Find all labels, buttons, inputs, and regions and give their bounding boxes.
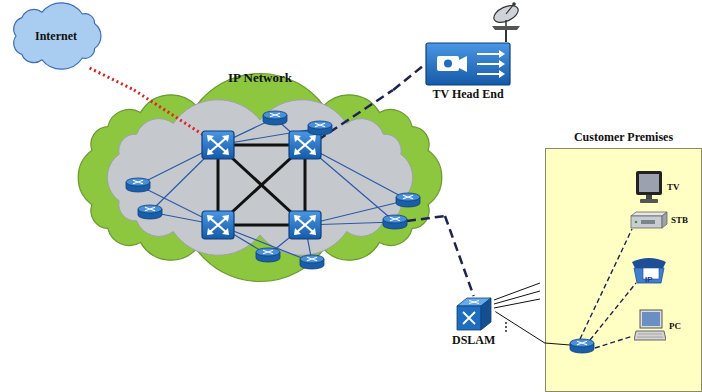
internet-cloud: Internet <box>8 4 104 68</box>
tv-head-end: TV Head End <box>425 42 511 102</box>
headend-link <box>393 64 425 90</box>
node-label: TV <box>667 181 680 193</box>
node-label: Internet <box>35 29 77 44</box>
pc: PC <box>634 309 681 343</box>
node-label: IP Network <box>75 70 445 86</box>
phone-marking-box: IP <box>645 268 653 286</box>
dslam-icon <box>455 296 493 332</box>
home-router <box>570 339 594 353</box>
tv-set: TV <box>634 169 680 205</box>
ip-network-cloud-core <box>107 100 412 256</box>
satellite-dish <box>491 2 520 42</box>
customer-premises: Customer PremisesTVSTBPC <box>545 148 702 392</box>
dsl-line <box>495 312 545 344</box>
internet-link <box>90 68 135 90</box>
pc-symbol <box>634 310 666 340</box>
subscriber-lines <box>494 283 540 308</box>
core-routers <box>202 131 321 239</box>
node-label: STB <box>671 214 688 226</box>
tv-set-symbol <box>636 171 662 203</box>
access-links <box>138 118 408 262</box>
node-label: Customer Premises <box>546 130 701 145</box>
dslam: DSLAM <box>452 296 495 348</box>
edge-routers <box>126 111 420 269</box>
node-label: DSLAM <box>452 333 495 348</box>
set-top-box: STB <box>630 211 688 229</box>
tv-set-icon <box>634 169 664 205</box>
dsl-line-inner <box>545 343 570 345</box>
home-links <box>580 229 636 348</box>
tv-head-end-icon <box>425 42 511 86</box>
node-label: PC <box>669 320 681 332</box>
ip-network-cloud-shape <box>75 90 445 265</box>
tv-head-end-symbol <box>426 43 510 85</box>
internet-cloud-outline <box>14 3 101 69</box>
dslam-link-inner <box>407 216 445 221</box>
ip-phone <box>632 258 666 283</box>
pc-icon <box>634 309 666 343</box>
set-top-box-symbol <box>631 212 667 228</box>
dslam-link <box>445 216 474 296</box>
ip-network-cloud-outline <box>78 74 442 282</box>
internet-link-inner <box>134 90 205 136</box>
ip-network-cloud: IP Network <box>75 90 445 265</box>
ellipsis-dots <box>505 322 507 332</box>
dslam-symbol <box>457 298 491 330</box>
phone-marking: IP <box>645 275 653 284</box>
node-label: TV Head End <box>432 87 503 102</box>
set-top-box-icon <box>630 211 668 229</box>
